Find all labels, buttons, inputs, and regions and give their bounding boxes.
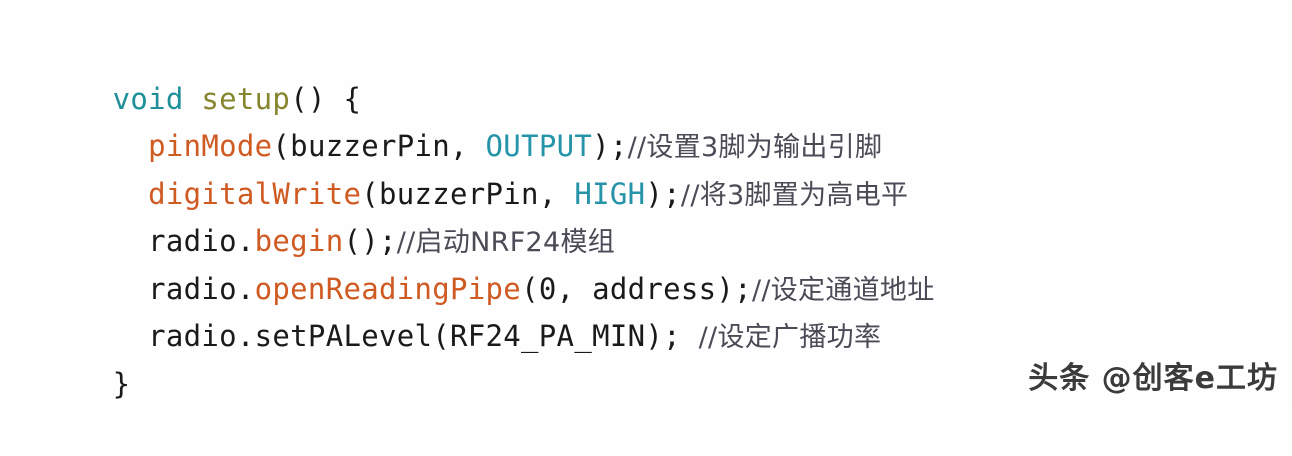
code-token-statement: radio.setPALevel(RF24_PA_MIN); [148, 319, 681, 353]
code-token-space [184, 82, 202, 116]
code-token-function-call: pinMode [148, 129, 273, 163]
code-token-comment: //启动NRF24模组 [396, 227, 616, 258]
code-token-function-call: begin [254, 224, 344, 258]
code-token-punct: () { [290, 81, 362, 116]
code-token-punct: ); [592, 129, 628, 163]
code-token-constant: HIGH [574, 176, 646, 211]
code-token-args: (buzzerPin, [272, 129, 486, 163]
code-block: void setup() { pinMode(buzzerPin, OUTPUT… [0, 28, 1292, 401]
code-token-function-call: openReadingPipe [254, 271, 522, 306]
code-token-punct: ); [645, 176, 681, 211]
code-token-object: radio. [148, 224, 255, 258]
code-token-comment: //将3脚置为高电平 [680, 179, 909, 211]
code-indent [113, 177, 149, 211]
code-token-args: (0, address); [521, 271, 752, 306]
code-line: radio.setPALevel(RF24_PA_MIN); //设定广播功率 [0, 266, 1292, 353]
code-token-comment: //设定广播功率 [680, 322, 882, 353]
watermark: 头条 @创客e工坊 [1028, 361, 1278, 396]
code-indent [113, 272, 149, 306]
code-token-args: (buzzerPin, [361, 176, 575, 211]
code-indent [113, 319, 149, 353]
code-token-constant: OUTPUT [485, 129, 593, 163]
code-token-object: radio. [148, 271, 255, 306]
code-token-comment: //设置3脚为输出引脚 [627, 132, 883, 163]
code-token-comment: //设定通道地址 [751, 274, 935, 306]
code-indent [113, 129, 149, 163]
code-token-function-name: setup [201, 81, 291, 116]
code-token-punct: (); [343, 224, 397, 258]
code-token-closing-brace: } [112, 366, 131, 401]
code-line: } [0, 313, 1292, 401]
code-line: pinMode(buzzerPin, OUTPUT);//设置3脚为输出引脚 [0, 76, 1292, 163]
code-line: radio.openReadingPipe(0, address);//设定通道… [0, 218, 1292, 306]
code-line: radio.begin();//启动NRF24模组 [0, 171, 1292, 258]
code-screenshot: void setup() { pinMode(buzzerPin, OUTPUT… [0, 28, 1292, 401]
code-token-type-keyword: void [112, 81, 184, 116]
code-token-function-call: digitalWrite [148, 176, 362, 211]
code-line: digitalWrite(buzzerPin, HIGH);//将3脚置为高电平 [0, 123, 1292, 211]
code-line: void setup() { [0, 28, 1292, 116]
code-indent [113, 224, 149, 258]
